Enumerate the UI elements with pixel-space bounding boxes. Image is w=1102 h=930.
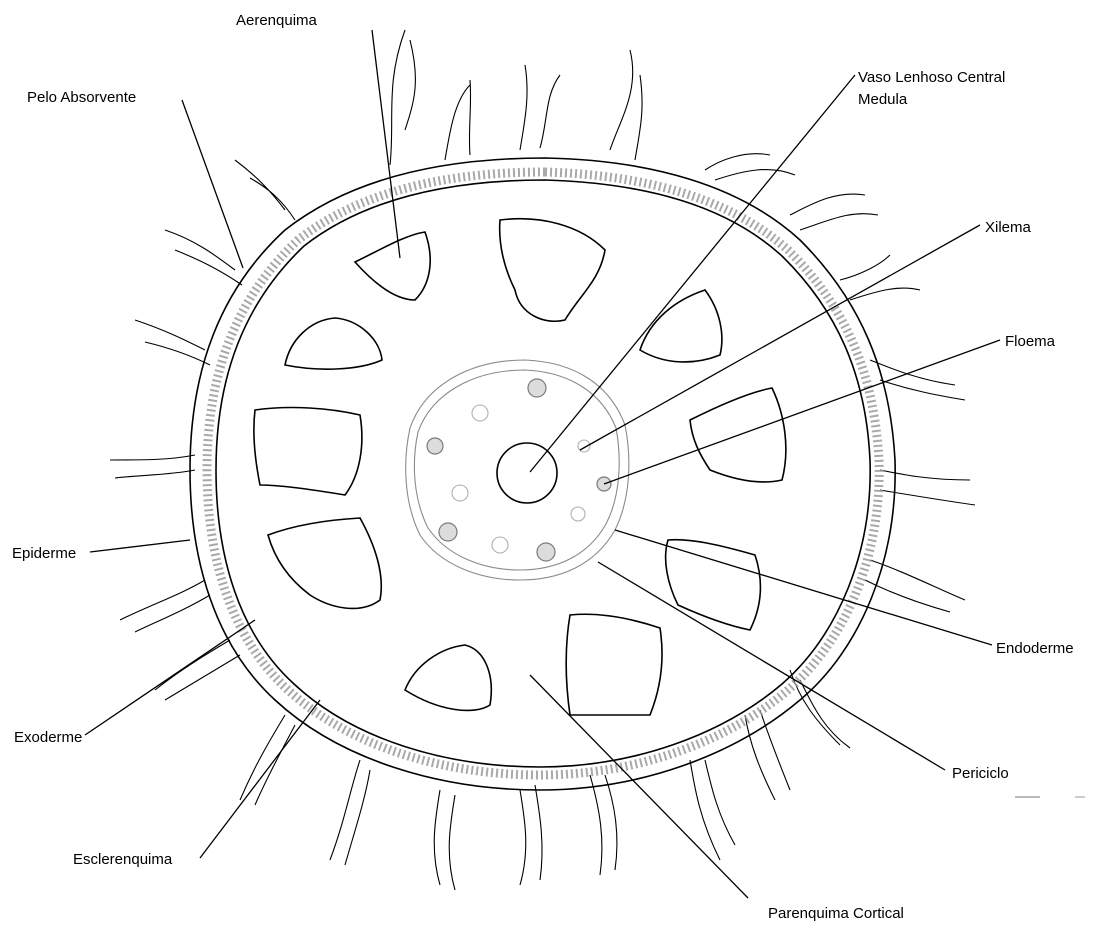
label-exoderme: Exoderme xyxy=(14,729,82,746)
label-esclerenquima: Esclerenquima xyxy=(73,851,173,868)
label-pelo-absorvente: Pelo Absorvente xyxy=(27,89,136,106)
label-epiderme: Epiderme xyxy=(12,545,76,562)
label-parenquima-cortical: Parenquima Cortical xyxy=(768,905,904,922)
label-floema: Floema xyxy=(1005,333,1056,350)
root-hairs xyxy=(110,30,975,890)
label-xilema: Xilema xyxy=(985,219,1032,236)
labels: Aerenquima Pelo Absorvente Vaso Lenhoso … xyxy=(12,12,1074,922)
label-aerenquima: Aerenquima xyxy=(236,12,318,29)
aerenchyma-cavities xyxy=(254,219,786,715)
central-vessel xyxy=(497,443,557,503)
label-medula: Medula xyxy=(858,91,908,108)
leader-lines xyxy=(85,30,1000,898)
label-endoderme: Endoderme xyxy=(996,640,1074,657)
label-vaso-lenhoso-central: Vaso Lenhoso Central xyxy=(858,69,1005,86)
label-periciclo: Periciclo xyxy=(952,765,1009,782)
